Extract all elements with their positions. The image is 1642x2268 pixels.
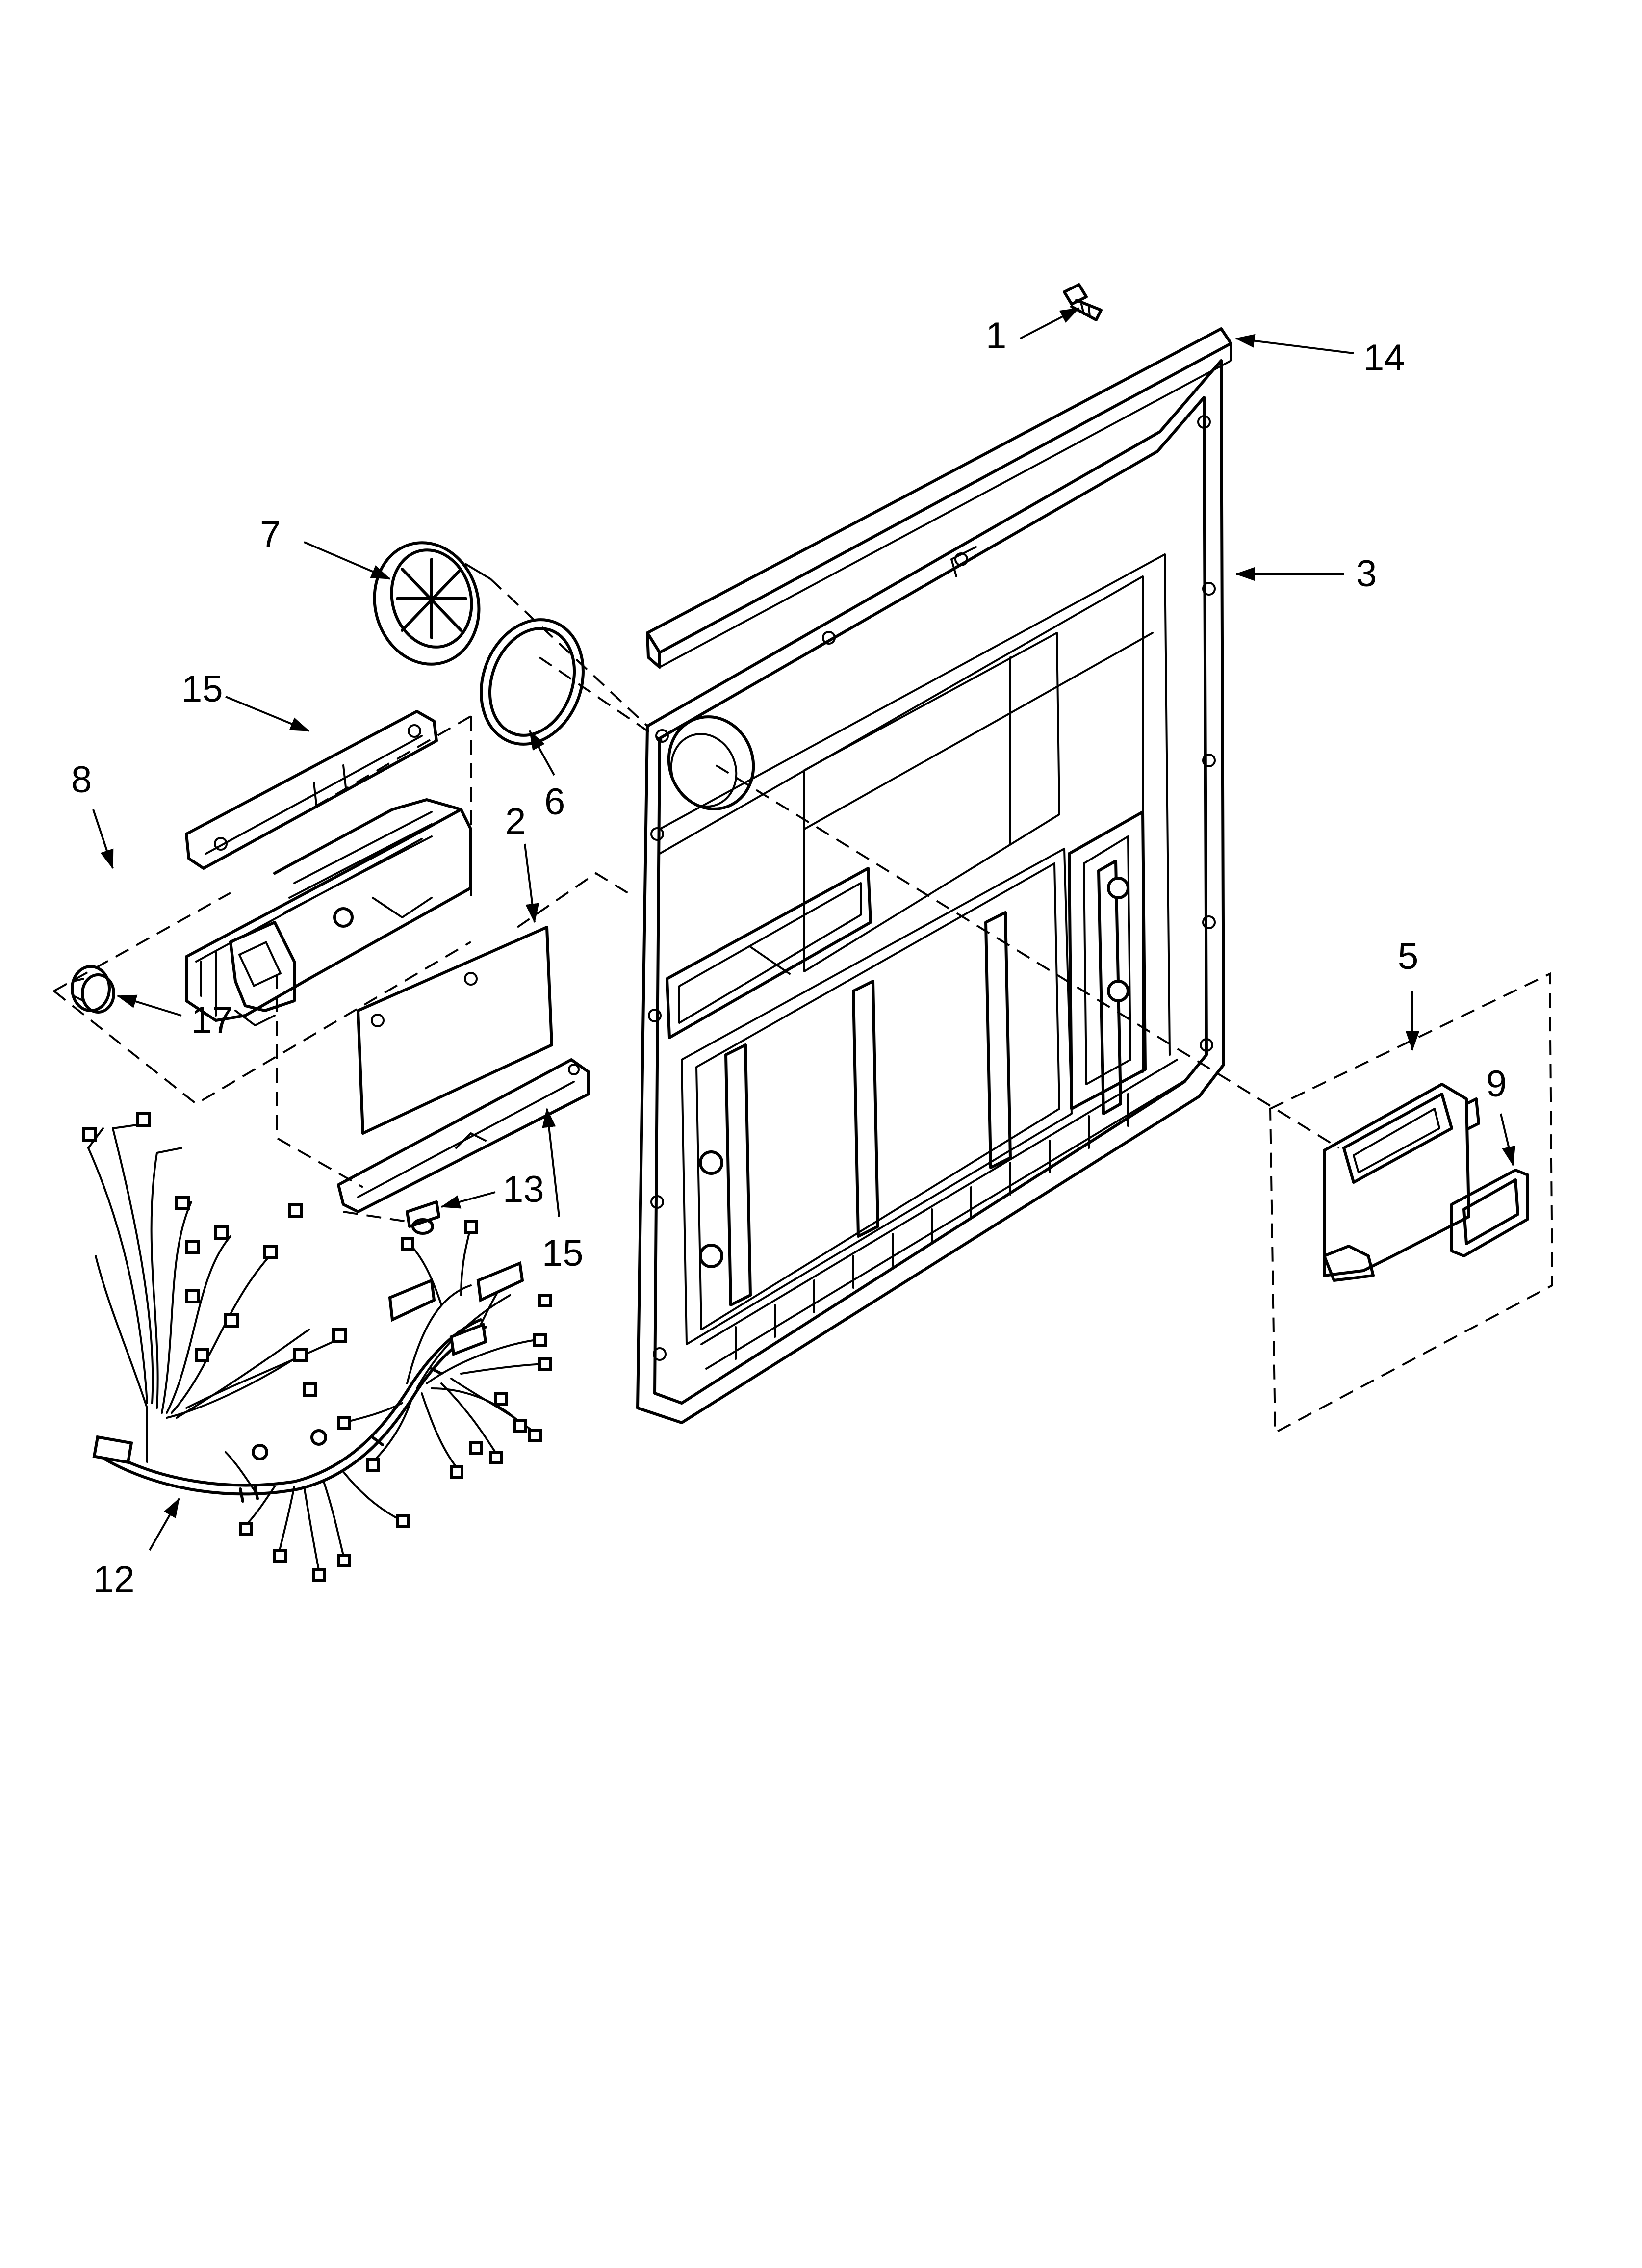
leader-lines: [92, 307, 1515, 1551]
callout-9: 9: [1486, 1063, 1507, 1105]
callout-2: 2: [505, 801, 526, 842]
vent-assembly: [1323, 1083, 1480, 1282]
callout-15-top: 15: [181, 668, 223, 710]
screw-top: [1063, 283, 1103, 321]
callout-15-bottom: 15: [542, 1232, 584, 1274]
callout-1: 1: [986, 315, 1006, 357]
dispenser: [185, 798, 472, 1026]
insulation-shield: [357, 926, 553, 1135]
assembly-guides: [53, 578, 1554, 1434]
callout-12: 12: [93, 1559, 135, 1600]
callout-numbers: 1 14 3 7 15 6 8 2 5 17 9 13 15 12: [71, 315, 1507, 1600]
screw-lower: [406, 1200, 440, 1235]
callout-13: 13: [503, 1169, 544, 1210]
vent-seal: [1450, 1169, 1529, 1257]
callout-3: 3: [1356, 553, 1377, 595]
inner-door-panel: [636, 359, 1225, 1424]
callout-5: 5: [1398, 936, 1418, 977]
callout-6: 6: [544, 781, 565, 823]
vent-cap: [373, 541, 491, 666]
callout-8: 8: [71, 759, 92, 801]
vent-gasket: [480, 618, 585, 746]
callout-7: 7: [260, 514, 281, 555]
dispenser-bracket: [185, 710, 438, 870]
lower-bracket: [337, 1058, 590, 1213]
wire-harness: [82, 1112, 552, 1582]
callout-14: 14: [1363, 337, 1405, 379]
door-cap-strip: [646, 327, 1232, 669]
rinse-aid-cap: [71, 965, 115, 1014]
callout-17: 17: [191, 999, 233, 1041]
